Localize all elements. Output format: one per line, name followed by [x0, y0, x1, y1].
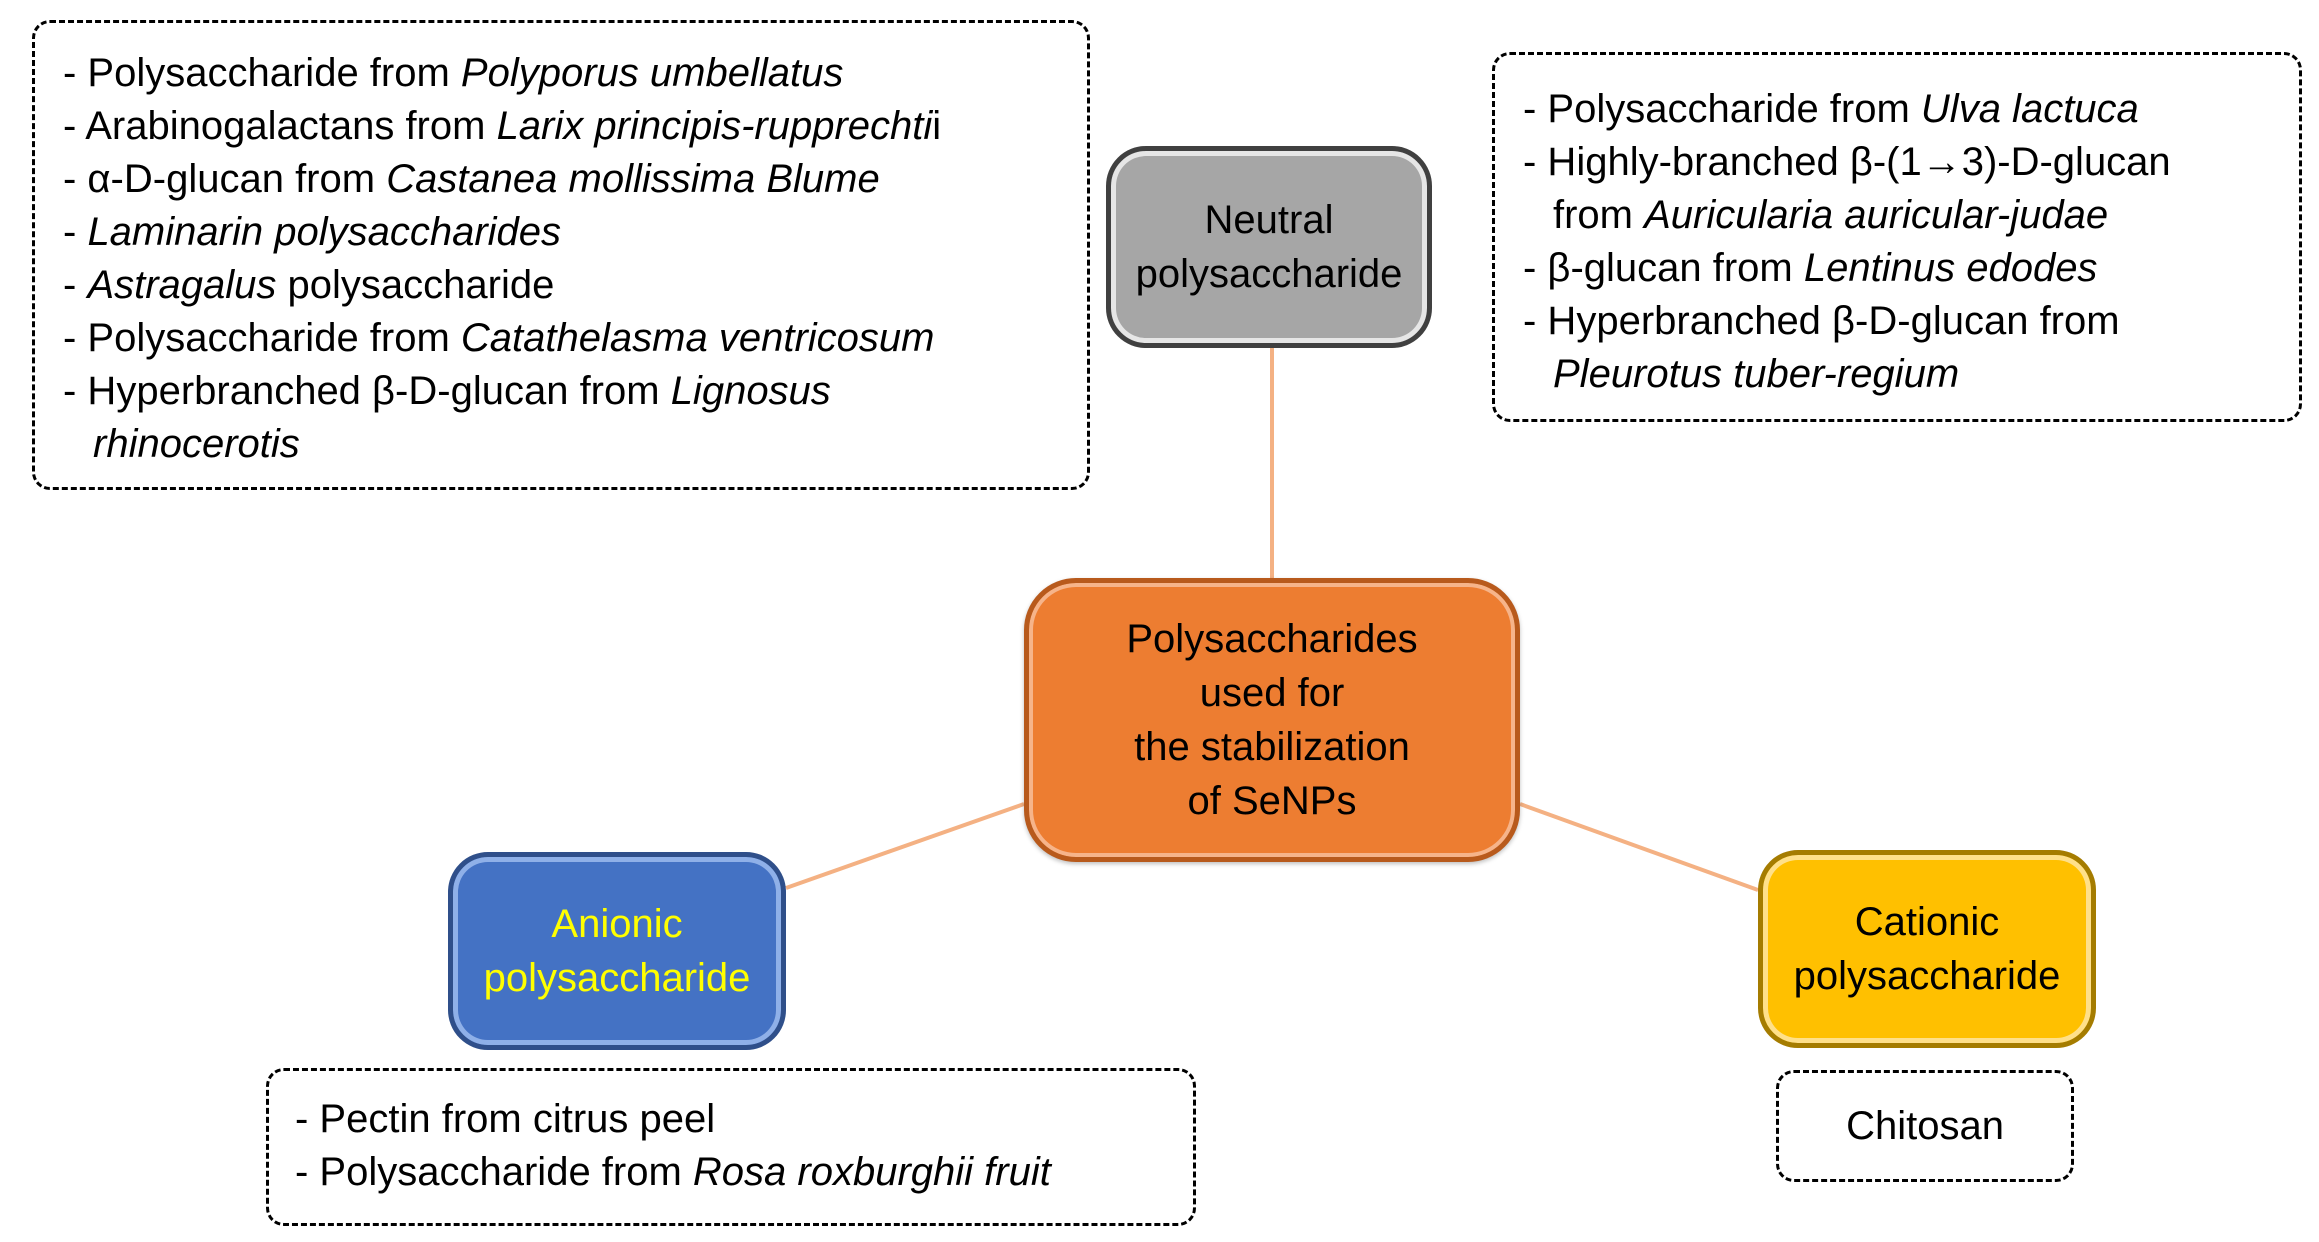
example-item: - Polysaccharide from Ulva lactuca	[1523, 83, 2299, 136]
example-item: rhinocerotis	[63, 418, 1087, 471]
example-text: - Polysaccharide from	[63, 316, 461, 360]
species-name: Auricularia auricular-judae	[1644, 193, 2109, 237]
example-item: - Arabinogalactans from Larix principis-…	[63, 100, 1087, 153]
example-item: - β-glucan from Lentinus edodes	[1523, 242, 2299, 295]
example-item: - Hyperbranched β-D-glucan from	[1523, 295, 2299, 348]
example-item: Chitosan	[1846, 1100, 2004, 1153]
connector-center-cationic	[1519, 802, 1759, 892]
center-node: Polysaccharides used for the stabilizati…	[1024, 578, 1520, 862]
example-item: - α-D-glucan from Castanea mollissima Bl…	[63, 153, 1087, 206]
species-name: Lignosus	[670, 369, 831, 413]
example-text: - Arabinogalactans from	[63, 104, 497, 148]
example-text: from	[1553, 193, 1645, 237]
species-name: Ulva lactuca	[1920, 87, 2139, 131]
anionic-examples-list: - Pectin from citrus peel - Polysaccharid…	[295, 1093, 1193, 1199]
anionic-examples-box: - Pectin from citrus peel - Polysaccharid…	[266, 1068, 1196, 1226]
example-item: - Polysaccharide from Catathelasma ventr…	[63, 312, 1087, 365]
example-item: - Hyperbranched β-D-glucan from Lignosus	[63, 365, 1087, 418]
anionic-polysaccharide-node: Anionic polysaccharide	[448, 852, 786, 1050]
example-text: Chitosan	[1846, 1103, 2004, 1148]
example-text: i	[932, 104, 942, 148]
example-text: - Polysaccharide from	[63, 51, 461, 95]
neutral-examples-list-right: - Polysaccharide from Ulva lactuca- High…	[1523, 83, 2299, 401]
example-text: - α-D-glucan from	[63, 157, 387, 201]
species-name: Polyporus umbellatus	[460, 51, 844, 95]
example-item: Pleurotus tuber-regium	[1523, 348, 2299, 401]
species-name: Astragalus	[87, 263, 277, 307]
example-text: polysaccharide	[276, 263, 555, 307]
neutral-examples-list-left: - Polysaccharide from Polyporus umbellat…	[63, 47, 1087, 471]
example-item: - Pectin from citrus peel	[295, 1093, 1193, 1146]
example-text: - Hyperbranched β-D-glucan from	[63, 369, 671, 413]
example-text: - β-glucan from	[1523, 246, 1804, 290]
example-text: - Polysaccharide from	[1523, 87, 1921, 131]
neutral-examples-box-left: - Polysaccharide from Polyporus umbellat…	[32, 20, 1090, 490]
neutral-examples-box-right: - Polysaccharide from Ulva lactuca- High…	[1492, 52, 2302, 422]
example-text: - Hyperbranched β-D-glucan from	[1523, 299, 2120, 343]
example-text: -	[63, 263, 88, 307]
example-text: - Highly-branched β-(1→3)-D-glucan	[1523, 140, 2171, 184]
cationic-examples-list: Chitosan	[1846, 1100, 2004, 1153]
example-item: - Astragalus polysaccharide	[63, 259, 1087, 312]
species-name: Pleurotus tuber-regium	[1553, 352, 1960, 396]
species-name: Catathelasma ventricosum	[460, 316, 935, 360]
species-name: rhinocerotis	[93, 422, 300, 466]
neutral-polysaccharide-node: Neutral polysaccharide	[1106, 146, 1432, 348]
example-item: - Laminarin polysaccharides	[63, 206, 1087, 259]
example-text: - Pectin from citrus peel	[295, 1097, 716, 1141]
example-text: -	[63, 210, 88, 254]
species-name: Castanea mollissima Blume	[386, 157, 880, 201]
species-name: Laminarin polysaccharides	[87, 210, 562, 254]
example-item: - Highly-branched β-(1→3)-D-glucan	[1523, 136, 2299, 189]
example-text: - Polysaccharide from	[295, 1150, 693, 1194]
example-item: - Polysaccharide from Rosa roxburghii fr…	[295, 1146, 1193, 1199]
example-item: - Polysaccharide from Polyporus umbellat…	[63, 47, 1087, 100]
cationic-polysaccharide-node: Cationic polysaccharide	[1758, 850, 2096, 1048]
cationic-examples-box: Chitosan	[1776, 1070, 2074, 1182]
species-name: Lentinus edodes	[1803, 246, 2098, 290]
connector-center-anionic	[785, 802, 1025, 890]
example-item: from Auricularia auricular-judae	[1523, 189, 2299, 242]
species-name: Larix principis-rupprechti	[496, 104, 933, 148]
species-name: Rosa roxburghii fruit	[692, 1150, 1051, 1194]
